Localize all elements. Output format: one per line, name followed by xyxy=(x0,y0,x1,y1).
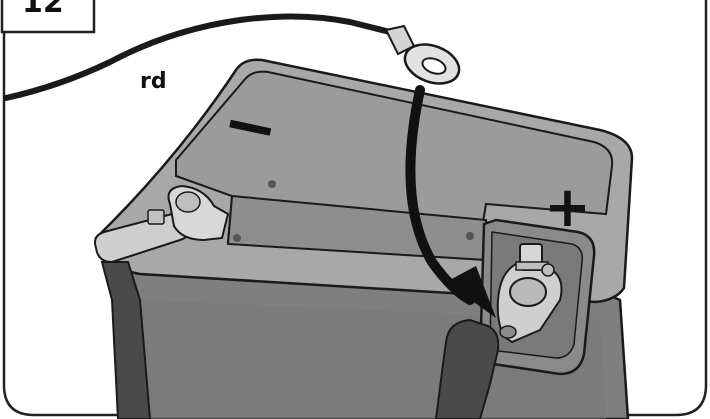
vent-dot xyxy=(233,234,241,242)
vent-dot xyxy=(466,232,474,240)
wire-color-label: rd xyxy=(140,69,167,94)
ring-terminal xyxy=(386,26,464,90)
step-number: 12 xyxy=(22,0,64,20)
positive-sign: + xyxy=(544,175,591,240)
vent-dot xyxy=(268,180,276,188)
